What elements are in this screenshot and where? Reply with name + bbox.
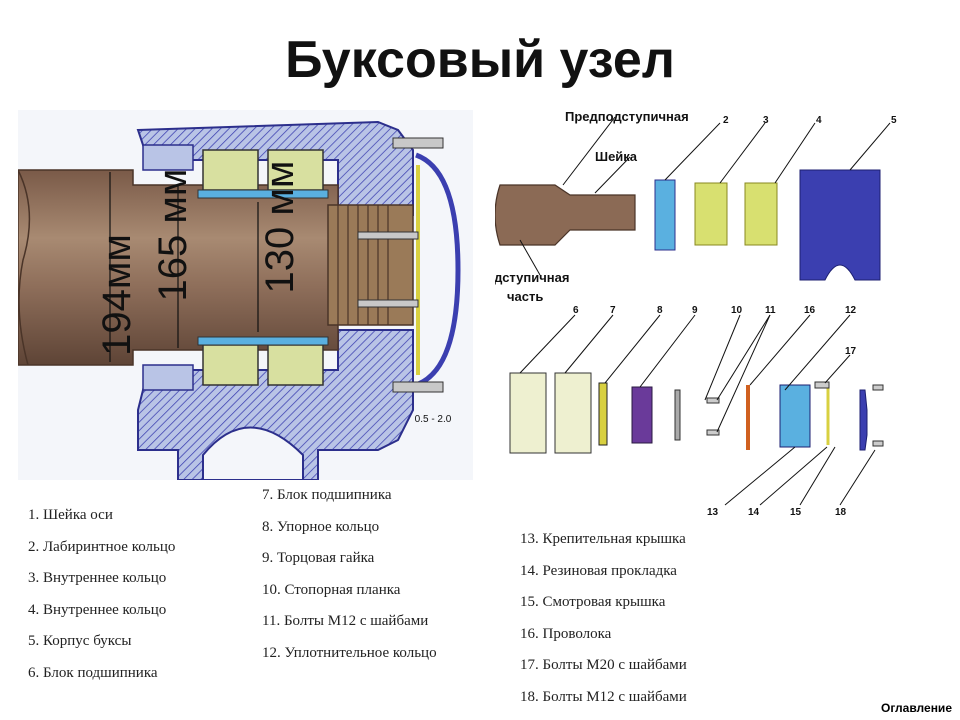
num-17: 17	[845, 346, 857, 357]
num-5: 5	[891, 115, 897, 126]
num-18: 18	[835, 507, 847, 518]
num-8: 8	[657, 305, 663, 316]
dim-130: 130 мм	[258, 161, 302, 294]
page-title: Буксовый узел	[285, 31, 675, 89]
labyrinth-bottom	[142, 364, 194, 391]
legend-item: 12. Уплотнительное кольцо	[262, 644, 437, 661]
axle-break	[18, 169, 31, 366]
legend-item: 14. Резиновая прокладка	[520, 562, 677, 579]
cross-section-diagram: 194мм 165 мм 130 мм 0.5 - 2.0	[18, 110, 473, 480]
bolt-bottom	[392, 381, 444, 393]
end-cover	[415, 152, 461, 388]
num-12: 12	[845, 305, 857, 316]
legend-item: 2. Лабиринтное кольцо	[28, 538, 176, 555]
num-14: 14	[748, 507, 760, 518]
num-15: 15	[790, 507, 802, 518]
bolt-mid-1	[357, 231, 419, 240]
legend-item: 16. Проволока	[520, 625, 612, 642]
legend-item: 7. Блок подшипника	[262, 487, 392, 503]
label-chast: часть	[507, 289, 543, 304]
part-17-bolt	[814, 381, 830, 389]
num-6: 6	[573, 305, 579, 316]
legend-item: 8. Упорное кольцо	[262, 518, 380, 535]
part-18-bolt-2	[872, 440, 884, 447]
legend-item: 17. Болты М20 с шайбами	[520, 657, 687, 674]
part-5-housing	[799, 169, 881, 281]
legend-item: 3. Внутреннее кольцо	[28, 570, 167, 587]
housing-arch	[202, 426, 304, 480]
part-10-plate	[674, 389, 681, 441]
bolt-top	[392, 137, 444, 149]
part-18-bolt-1	[872, 384, 884, 391]
num-11: 11	[765, 305, 776, 316]
num-2: 2	[723, 115, 729, 126]
legend-item: 13. Крепительная крышка	[520, 531, 686, 547]
middle-callouts	[519, 314, 876, 506]
legend-column-3: 13. Крепительная крышка 14. Резиновая пр…	[520, 530, 780, 720]
dim-165: 165 мм	[151, 169, 195, 302]
legend-item: 11. Болты М12 с шайбами	[262, 613, 429, 630]
part-3-ring	[694, 182, 728, 246]
legend-item: 10. Стопорная планка	[262, 581, 401, 598]
contents-link[interactable]: Оглавление	[881, 701, 952, 715]
part-8-ring	[598, 382, 608, 446]
legend-item: 5. Корпус буксы	[28, 633, 132, 650]
part-4-ring	[744, 182, 778, 246]
top-callouts	[519, 116, 891, 276]
num-4: 4	[816, 115, 822, 126]
label-sheyka: Шейка	[595, 149, 638, 164]
num-3: 3	[763, 115, 769, 126]
legend-item: 4. Внутреннее кольцо	[28, 601, 167, 618]
bolt-mid-2	[357, 299, 419, 308]
num-9: 9	[692, 305, 698, 316]
gap-label: 0.5 - 2.0	[415, 414, 452, 425]
dimension-lines	[109, 172, 259, 362]
legend-column-2: 7. Блок подшипника 8. Упорное кольцо 9. …	[262, 486, 472, 676]
labyrinth-top	[142, 144, 194, 171]
num-10: 10	[731, 305, 743, 316]
bearing-top-1	[202, 149, 259, 191]
bearing-bottom-2	[267, 344, 324, 386]
bearing-top-2	[267, 149, 324, 191]
part-2-ring	[654, 179, 676, 251]
bearing-bottom-race	[197, 336, 329, 346]
part-axle-journal	[495, 184, 636, 246]
housing-bottom	[137, 329, 414, 480]
dim-194: 194мм	[95, 234, 139, 356]
part-11-bolt-1	[706, 397, 720, 404]
part-6-bearing	[509, 372, 547, 454]
legend-item: 1. Шейка оси	[28, 507, 113, 523]
legend-item: 6. Блок подшипника	[28, 664, 158, 681]
part-11-bolt-2	[706, 429, 720, 436]
part-13-cover	[779, 384, 811, 448]
part-9-nut	[631, 386, 653, 444]
num-7: 7	[610, 305, 616, 316]
num-13: 13	[707, 507, 719, 518]
label-podstupichnaya: Подступичная	[495, 270, 569, 285]
legend-item: 15. Смотровая крышка	[520, 594, 666, 611]
label-predpodstupichnaya: Предподступичная	[565, 109, 689, 124]
part-7-bearing	[554, 372, 592, 454]
legend-item: 9. Торцовая гайка	[262, 550, 375, 567]
part-15-inspection-cover	[859, 389, 868, 451]
exploded-view: Предподступичная Шейка Подступичная част…	[495, 109, 897, 518]
num-16: 16	[804, 305, 816, 316]
legend-item: 18. Болты М12 с шайбами	[520, 688, 687, 705]
bearing-top-race	[197, 189, 329, 199]
legend-column-1: 1. Шейка оси 2. Лабиринтное кольцо 3. Вн…	[28, 506, 238, 696]
bearing-bottom-1	[202, 344, 259, 386]
